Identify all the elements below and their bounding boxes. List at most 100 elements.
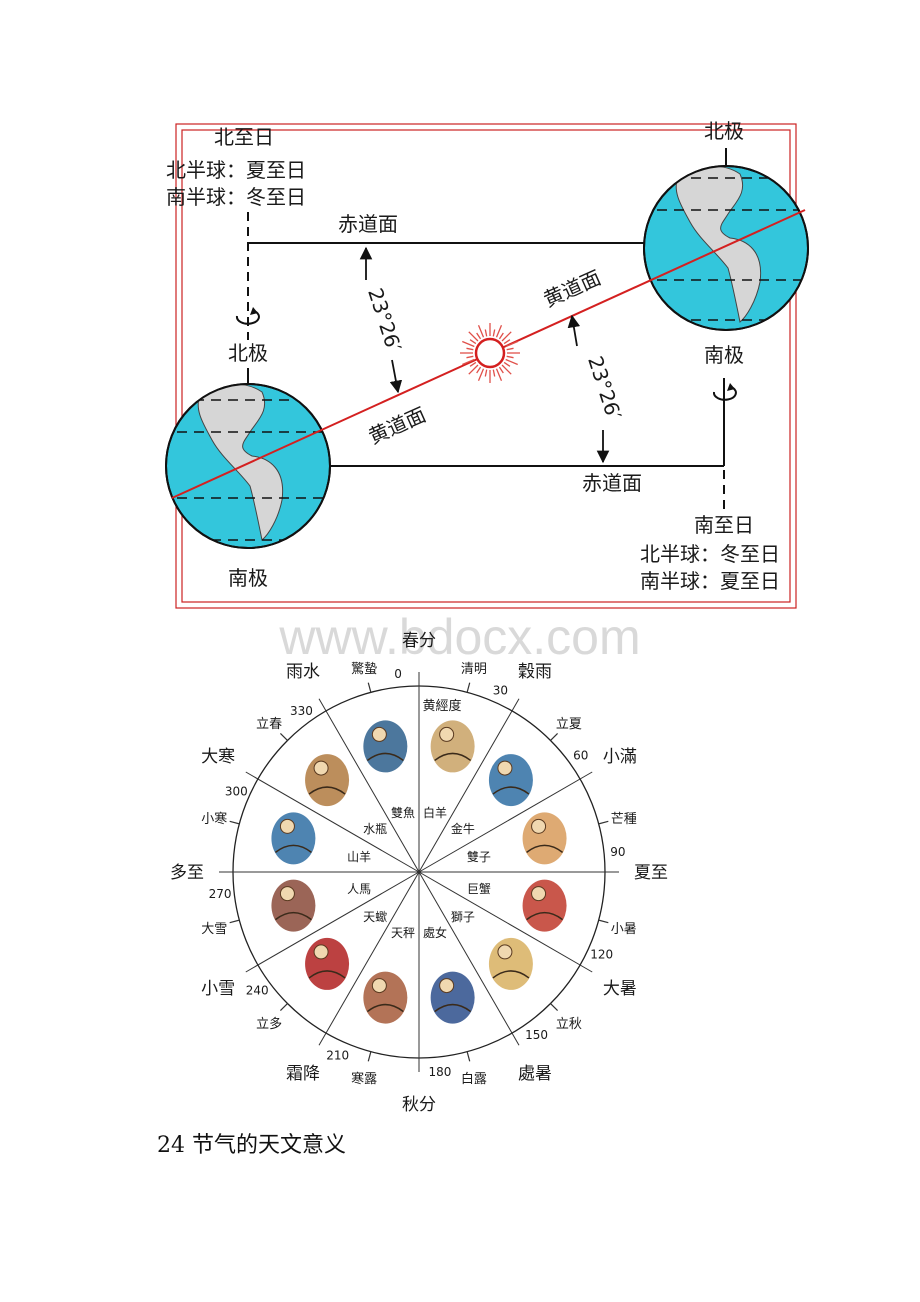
longitude-degree-label: 270	[209, 887, 232, 901]
zodiac-illustration-icon	[488, 937, 533, 990]
zodiac-illustration-icon	[305, 754, 350, 807]
solar-term-label: 秋分	[402, 1095, 436, 1115]
south-solstice-title: 南至日	[694, 513, 754, 537]
outer-frame	[175, 123, 797, 609]
longitude-degree-label: 210	[326, 1049, 349, 1063]
wheel-spoke	[318, 698, 420, 873]
longitude-degree-label: 330	[290, 704, 313, 718]
wheel-tick	[367, 682, 372, 693]
earth-globe-right	[643, 165, 809, 331]
wheel-tick	[279, 1003, 288, 1012]
north-pole-label-left: 北极	[228, 341, 268, 365]
solar-term-label: 芒種	[611, 811, 637, 827]
wheel-tick	[598, 820, 609, 825]
wheel-tick	[279, 732, 288, 741]
solar-term-label: 清明	[461, 662, 487, 677]
zodiac-illustration-icon	[522, 812, 567, 865]
zodiac-illustration-icon	[430, 971, 475, 1024]
solar-term-label: 處暑	[518, 1064, 552, 1084]
longitude-degree-label: 120	[590, 947, 613, 961]
zodiac-illustration-icon	[363, 720, 408, 773]
solar-term-label: 穀雨	[518, 662, 552, 682]
longitude-degree-label: 300	[225, 785, 248, 799]
south-solstice-sh: 南半球：夏至日	[640, 569, 780, 593]
zodiac-illustration-icon	[305, 937, 350, 990]
sun-icon	[460, 323, 520, 383]
zodiac-illustration-icon	[271, 879, 316, 932]
zodiac-name-label: 人馬	[347, 882, 371, 896]
zodiac-name-label: 山羊	[347, 849, 371, 864]
longitude-degree-label: 0	[394, 667, 402, 681]
zodiac-illustration-icon	[488, 754, 533, 807]
zodiac-name-label: 天秤	[391, 926, 415, 940]
wheel-spoke	[245, 771, 420, 873]
watermark: www.bdocx.com	[278, 609, 640, 665]
solar-term-label: 多至	[170, 863, 204, 883]
longitude-degree-label: 150	[525, 1028, 548, 1042]
wheel-spoke	[418, 771, 593, 873]
wheel-center-label: 黄經度	[422, 698, 461, 714]
wheel-tick	[598, 919, 609, 924]
zodiac-name-label: 金牛	[451, 821, 475, 836]
solar-term-label: 雨水	[286, 662, 320, 682]
south-solstice-nh: 北半球：冬至日	[640, 542, 780, 566]
angle-label-left: 23°26′	[363, 285, 406, 355]
equator-label-top: 赤道面	[338, 212, 398, 236]
longitude-degree-label: 90	[610, 845, 625, 859]
north-solstice-nh: 北半球：夏至日	[166, 158, 306, 182]
wheel-spoke	[418, 871, 593, 973]
longitude-degree-label: 60	[573, 748, 588, 762]
solar-term-label: 夏至	[634, 863, 668, 883]
solar-term-label: 立夏	[556, 717, 582, 732]
solar-term-label: 春分	[402, 631, 436, 651]
wheel-tick	[466, 1051, 471, 1062]
north-solstice-title: 北至日	[214, 125, 274, 149]
solar-term-label: 驚蟄	[351, 661, 377, 677]
zodiac-name-label: 白羊	[423, 805, 447, 820]
zodiac-name-label: 獅子	[451, 910, 475, 924]
earth-globe-left	[165, 383, 331, 549]
wheel-spoke	[245, 871, 420, 973]
solar-term-label: 立秋	[556, 1017, 582, 1032]
south-pole-label-right: 南极	[704, 343, 744, 367]
longitude-degree-label: 30	[493, 683, 508, 697]
solar-term-label: 小雪	[201, 979, 235, 999]
solar-term-label: 大雪	[201, 922, 227, 937]
solar-term-label: 立春	[256, 717, 282, 732]
solar-term-label: 白露	[461, 1071, 487, 1087]
zodiac-illustration-icon	[522, 879, 567, 932]
solar-term-label: 小滿	[603, 747, 637, 767]
zodiac-name-label: 水瓶	[363, 822, 387, 836]
wheel-tick	[550, 732, 559, 741]
rotation-icon	[712, 383, 737, 401]
zodiac-illustration-icon	[271, 812, 316, 865]
angle-arrow-down	[389, 359, 403, 394]
wheel-tick	[466, 682, 471, 693]
wheel-spoke	[418, 698, 520, 873]
zodiac-name-label: 雙魚	[391, 806, 415, 820]
zodiac-name-label: 處女	[423, 925, 447, 940]
longitude-degree-label: 180	[428, 1065, 451, 1079]
angle-label-right: 23°26′	[583, 353, 626, 423]
solar-term-label: 霜降	[286, 1064, 320, 1084]
zodiac-name-label: 天蠍	[363, 910, 387, 924]
wheel-tick	[367, 1051, 372, 1062]
longitude-degree-label: 240	[246, 984, 269, 998]
zodiac-name-label: 雙子	[467, 850, 491, 864]
solar-term-label: 小暑	[611, 922, 637, 937]
angle-arrow-up-2	[567, 314, 581, 347]
south-pole-label-left: 南极	[228, 566, 268, 590]
zodiac-name-label: 巨蟹	[467, 881, 491, 896]
north-pole-label-right: 北极	[704, 119, 744, 143]
figure-caption: 24 节气的天文意义	[157, 1133, 346, 1158]
inner-frame	[181, 129, 791, 603]
solar-term-label: 大暑	[603, 979, 637, 999]
wheel-tick	[229, 919, 240, 924]
solar-term-label: 大寒	[201, 747, 235, 767]
solar-term-label: 寒露	[351, 1071, 377, 1087]
wheel-tick	[550, 1003, 559, 1012]
solar-term-label: 立多	[256, 1016, 282, 1032]
rotation-icon	[235, 307, 260, 325]
solstice-diagram: 北至日 北半球：夏至日 南半球：冬至日 北极 北极 南极 南极 赤道面 赤道面 …	[165, 119, 809, 609]
